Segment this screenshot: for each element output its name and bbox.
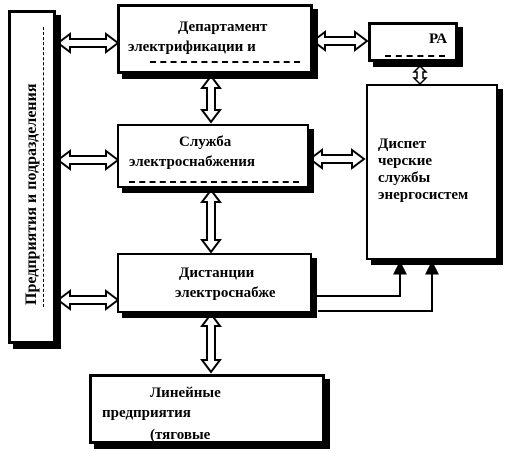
dispatch-box: Диспет черские службы энергосистем bbox=[366, 84, 498, 260]
department-cut-text bbox=[150, 61, 300, 63]
linear-line2: предприятия bbox=[102, 405, 191, 421]
distance-line2: электроснабже bbox=[175, 285, 276, 301]
department-line1: Департамент bbox=[178, 19, 268, 35]
ra-line1: РА bbox=[429, 31, 448, 47]
arrow-department-ra bbox=[311, 30, 369, 52]
arrow-department-service bbox=[200, 74, 222, 124]
linear-line3: (тяговые bbox=[150, 427, 211, 443]
arrow-service-dispatch bbox=[308, 148, 366, 170]
department-box: Департамент электрификации и bbox=[117, 4, 313, 74]
service-box: Служба электроснабжения bbox=[117, 124, 309, 188]
arrow-distance-linear bbox=[200, 312, 222, 374]
service-line2: электроснабжения bbox=[129, 154, 255, 170]
linear-box: Линейные предприятия (тяговые bbox=[89, 374, 325, 444]
service-line1: Служба bbox=[179, 134, 232, 150]
department-line2: электрификации и bbox=[128, 39, 256, 55]
link-distance-dispatch bbox=[312, 260, 439, 312]
left-column-fragment bbox=[43, 27, 47, 307]
distance-line1: Дистанции bbox=[179, 265, 255, 281]
distance-box: Дистанции электроснабже bbox=[117, 253, 312, 313]
left-column-box: Предприятия и подразделения bbox=[8, 10, 56, 344]
ra-box: РА bbox=[368, 22, 458, 62]
arrow-left-service bbox=[56, 149, 120, 171]
arrow-ra-dispatch bbox=[412, 64, 428, 86]
arrow-left-distance bbox=[56, 289, 120, 311]
left-column-label: Предприятия и подразделения bbox=[23, 83, 40, 305]
dispatch-text: Диспет черские службы энергосистем bbox=[378, 136, 469, 203]
arrow-service-distance bbox=[200, 188, 222, 254]
service-cut-text bbox=[129, 181, 299, 183]
arrow-left-department bbox=[56, 32, 120, 54]
linear-line1: Линейные bbox=[150, 385, 221, 401]
ra-cut-text bbox=[385, 55, 445, 57]
